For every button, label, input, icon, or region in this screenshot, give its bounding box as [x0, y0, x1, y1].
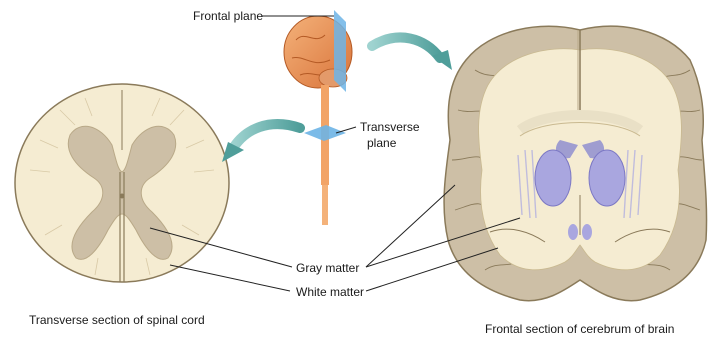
- transverse-plane-label-line2: plane: [367, 136, 396, 150]
- white-matter-label: White matter: [296, 285, 364, 299]
- basal-nuclei-left: [535, 150, 571, 206]
- frontal-plane-label: Frontal plane: [193, 9, 263, 23]
- cerebrum-caption: Frontal section of cerebrum of brain: [485, 322, 674, 336]
- spinal-cord-caption: Transverse section of spinal cord: [29, 313, 205, 327]
- arrow-to-frontal-section: [372, 37, 452, 70]
- transverse-plane-sheet: [304, 125, 356, 141]
- cerebrum-section: [444, 26, 706, 300]
- gray-matter-label: Gray matter: [296, 261, 359, 275]
- spinal-cord-section: [15, 84, 229, 282]
- arrow-to-spinal-section: [222, 124, 300, 162]
- transverse-plane-label-line1: Transverse: [360, 120, 420, 134]
- basal-nuclei-right: [589, 150, 625, 206]
